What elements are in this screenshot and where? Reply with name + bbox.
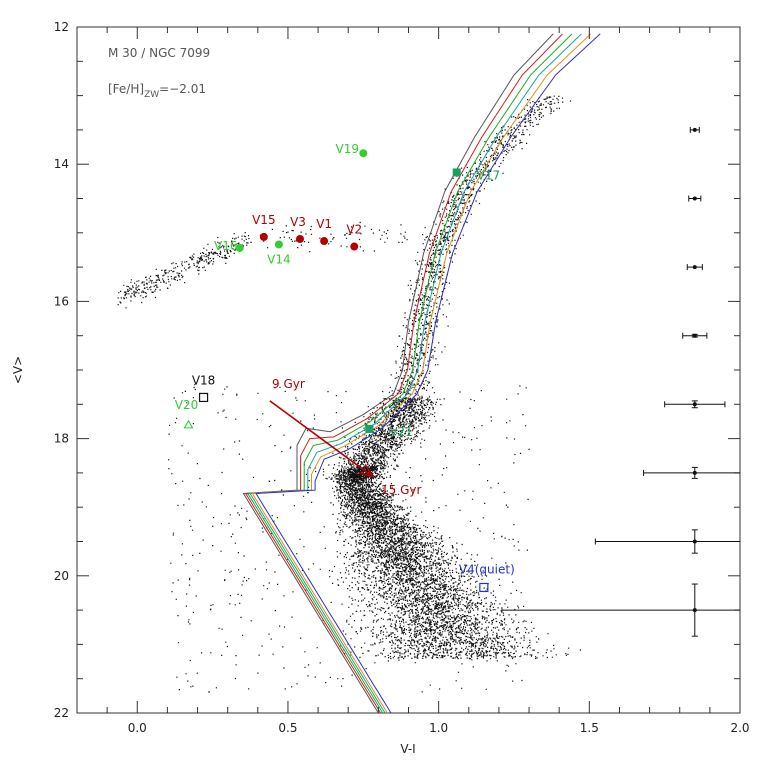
y-tick-label: 16 [54, 294, 69, 308]
variable-label-v15: V15 [252, 213, 275, 227]
x-tick-label: 0.0 [128, 721, 147, 735]
x-tick-label: 2.0 [730, 721, 749, 735]
error-bar-point [692, 265, 697, 270]
variable-label-v14: V14 [267, 252, 290, 266]
variable-label-v18: V18 [192, 373, 215, 387]
variable-marker-v15 [259, 232, 268, 241]
y-tick-label: 12 [54, 20, 69, 34]
error-bar-point [692, 196, 697, 201]
isochrone-10-gyr [245, 33, 563, 714]
y-tick-label: 22 [54, 706, 69, 720]
isochrone-13-gyr [251, 33, 592, 714]
variable-label-v21: V21 [389, 425, 412, 439]
variable-label-v1: V1 [316, 217, 332, 231]
variable-marker-v4quiet [479, 582, 489, 593]
y-tick-label: 20 [54, 569, 69, 583]
isochrone-15-gyr [255, 33, 601, 714]
error-bar-point [692, 539, 697, 544]
variable-marker-v18 [198, 392, 209, 403]
isochrone-11-gyr [247, 33, 573, 714]
age-end-label: 15 Gyr [381, 483, 421, 497]
metallicity-value: =−2.01 [159, 82, 206, 96]
variable-marker-v17 [452, 168, 461, 177]
x-tick-label: 1.0 [429, 721, 448, 735]
y-tick-label: 14 [54, 157, 69, 171]
age-start-label: 9 Gyr [272, 377, 305, 391]
variable-label-v19: V19 [336, 142, 359, 156]
age-arrow-head [358, 463, 374, 478]
metallicity-subscript: ZW [144, 90, 159, 100]
y-axis-title: <V> [11, 356, 25, 384]
axis-ticks: 0.0 0.5 1.0 1.5 2.0 12 14 16 18 20 22 [54, 20, 750, 735]
variable-marker-v14 [274, 240, 283, 249]
error-bar-point [692, 402, 697, 407]
cluster-name: M 30 / NGC 7099 [108, 46, 210, 60]
field-star-dots [117, 95, 581, 693]
metallicity-label: [Fe/H]ZW=−2.01 [108, 82, 206, 100]
y-tick-label: 18 [54, 432, 69, 446]
variable-marker-v19 [359, 149, 368, 158]
variable-label-v20: V20 [175, 398, 198, 412]
x-tick-label: 0.5 [278, 721, 297, 735]
error-bar-point [692, 127, 697, 132]
error-bars [501, 126, 740, 637]
variable-label-v4quiet: V4(quiet) [459, 562, 515, 576]
isochrone-12-gyr [249, 33, 582, 714]
variable-marker-v3 [296, 234, 305, 243]
error-bar-point [692, 470, 697, 475]
isochrone-9-gyr [242, 33, 554, 714]
variable-marker-v16 [235, 243, 244, 252]
variable-marker-v1 [320, 237, 329, 246]
x-tick-label: 1.5 [580, 721, 599, 735]
variable-label-v3: V3 [290, 215, 306, 229]
error-bar-point [692, 333, 697, 338]
variable-marker-v20 [183, 419, 194, 429]
variable-label-v16: V16 [214, 239, 237, 253]
error-bar-point [692, 608, 697, 613]
variable-marker-v2 [350, 242, 359, 251]
age-arrow [269, 400, 374, 478]
metallicity-prefix: [Fe/H] [108, 82, 144, 96]
x-axis-title: V-I [400, 742, 415, 756]
field-stars [117, 95, 581, 693]
variable-label-v2: V2 [346, 223, 362, 237]
variable-marker-v21 [365, 424, 374, 433]
age-arrow-shaft [269, 400, 373, 477]
isochrones [242, 33, 601, 714]
variable-label-v17: V17 [477, 168, 500, 182]
